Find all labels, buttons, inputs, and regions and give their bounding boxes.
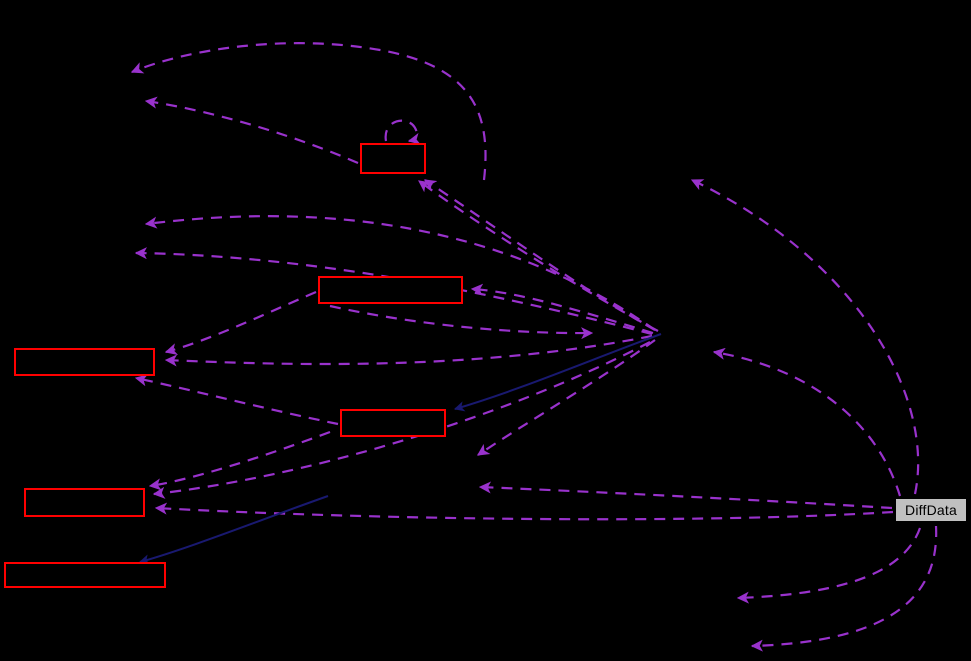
edges-solid-navy: [138, 333, 662, 565]
edge-midupper-to-leftupper: [164, 290, 317, 355]
edge-topbox-to-hub-1: [423, 179, 656, 331]
graph-node-mid-lower[interactable]: [340, 409, 446, 437]
edge-hub-to-left-3: [134, 247, 653, 336]
edge-navy-hub-to-midlower: [454, 333, 662, 412]
graph-node-left-lower[interactable]: [4, 562, 166, 588]
edge-topbox-to-hub-2: [418, 180, 659, 332]
graph-node-left-upper[interactable]: [14, 348, 155, 376]
edge-diffdata-to-mid-arrow: [478, 481, 893, 510]
edge-hub-to-left-2: [144, 215, 656, 331]
graph-node-diffdata[interactable]: DiffData: [895, 498, 967, 522]
edge-hub-to-topleft-1: [130, 42, 487, 181]
edges-dashed-purple: [130, 42, 938, 652]
graph-node-left-mid[interactable]: [24, 488, 145, 517]
edge-navy-to-leftlower: [138, 495, 329, 565]
edge-midupper-to-hub-right: [329, 304, 594, 340]
graph-node-self-loop[interactable]: [360, 143, 426, 174]
edge-diffdata-to-leftmid: [154, 502, 894, 521]
edge-leftupper-to-midlower: [148, 430, 331, 491]
edge-hub-to-leftmid: [152, 341, 651, 499]
edge-hub-to-midlower-area: [476, 339, 656, 456]
edge-diffdata-to-hub-1: [712, 347, 902, 497]
graph-node-diffdata-label: DiffData: [905, 502, 957, 518]
edge-diffdata-to-topcurve: [690, 179, 920, 495]
edge-self-loop: [384, 119, 421, 145]
edge-topbox-to-left-1: [144, 96, 359, 165]
graph-node-mid-upper[interactable]: [318, 276, 463, 304]
edge-diffdata-to-bottom-2: [750, 525, 938, 652]
edge-hub-to-leftupper: [164, 334, 653, 367]
edge-midlower-to-leftupper: [134, 374, 339, 426]
edge-hub-to-midupper: [470, 283, 654, 335]
edge-diffdata-to-bottom-1: [736, 527, 922, 604]
